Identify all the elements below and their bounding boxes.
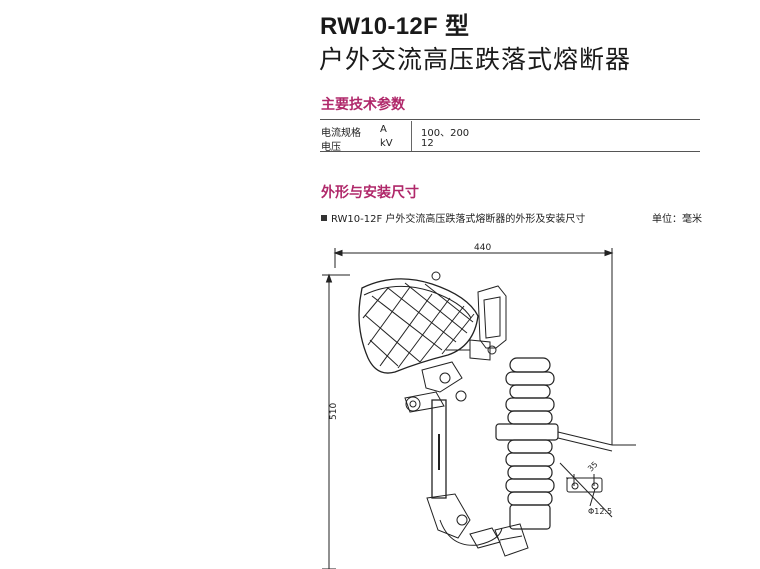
- upper-contact-hood: [358, 271, 479, 374]
- height-dimension-label: 510: [329, 403, 339, 420]
- lower-contact: [494, 523, 529, 557]
- unit-note: 单位：毫米: [652, 214, 702, 225]
- width-dimension-label: 440: [474, 243, 491, 253]
- hole-detail: [559, 462, 613, 518]
- param-value: 100、200: [421, 128, 470, 139]
- hole-diameter-label: Φ12.5: [588, 507, 612, 516]
- bullet-square-icon: [321, 215, 327, 221]
- dimensions-heading: 外形与安装尺寸: [321, 185, 419, 201]
- specs-table-bottom-rule: [320, 151, 700, 152]
- figure-caption: RW10-12F 户外交流高压跌落式熔断器的外形及安装尺寸: [321, 210, 585, 225]
- specs-table-divider: [411, 121, 412, 151]
- param-value: 12: [421, 138, 434, 149]
- width-dimension-line: [333, 248, 614, 268]
- fuse-tube: [426, 399, 503, 549]
- porcelain-insulator: [495, 357, 559, 530]
- hole-spacing-label: 35: [586, 460, 600, 474]
- param-unit: A: [380, 124, 387, 135]
- param-name: 电流规格: [321, 128, 361, 139]
- param-name: 电压: [321, 142, 341, 153]
- height-dimension-line: [322, 273, 350, 569]
- specs-heading: 主要技术参数: [321, 97, 405, 113]
- product-model: RW10-12F 型: [320, 13, 470, 40]
- product-name: 户外交流高压跌落式熔断器: [319, 45, 632, 74]
- specs-table-top-rule: [320, 119, 700, 120]
- mounting-plate: [557, 260, 636, 452]
- upper-latch: [404, 361, 467, 413]
- param-unit: kV: [380, 138, 393, 149]
- figure-caption-text: RW10-12F 户外交流高压跌落式熔断器的外形及安装尺寸: [331, 214, 586, 225]
- mounting-bracket: [446, 285, 507, 361]
